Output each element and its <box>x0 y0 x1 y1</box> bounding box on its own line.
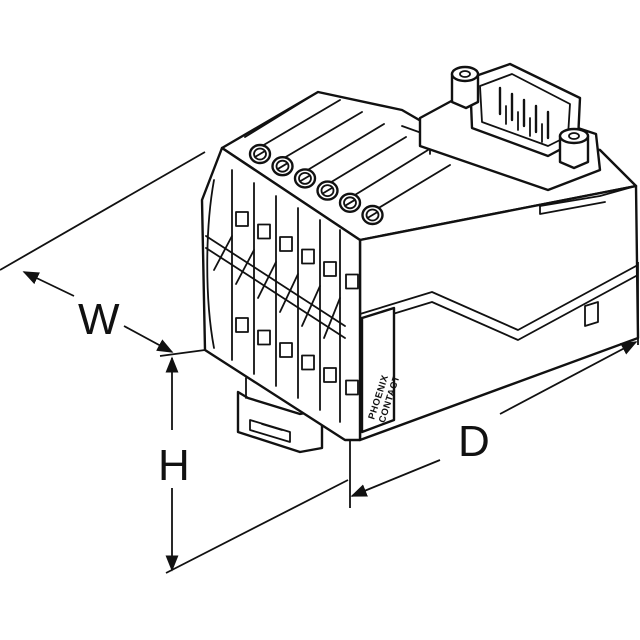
terminal-screws <box>248 143 384 226</box>
terminal-screw <box>316 180 339 201</box>
terminal-screw <box>293 168 317 189</box>
terminal-screw <box>338 192 362 214</box>
wire-opening-lower <box>235 317 249 333</box>
width-label: W <box>78 295 120 344</box>
wire-opening-upper <box>345 273 359 290</box>
d-sub-connector <box>418 62 602 192</box>
wire-opening-upper <box>279 236 293 252</box>
wire-opening-lower <box>279 342 293 358</box>
terminal-screw <box>248 143 272 165</box>
wire-opening-lower <box>257 329 271 346</box>
dimension-w: W <box>0 151 206 357</box>
terminal-screw <box>361 204 384 226</box>
terminal-screw <box>271 155 294 177</box>
standoff-left <box>450 65 480 110</box>
wire-opening-upper <box>235 211 249 227</box>
wire-opening-upper <box>301 248 315 265</box>
wire-opening-lower <box>345 379 359 396</box>
dimension-h: H <box>158 356 349 574</box>
dimension-d: D <box>349 262 639 508</box>
connector-pins <box>498 86 550 143</box>
standoff-right <box>558 127 590 170</box>
wire-entry-openings <box>235 211 359 396</box>
wire-opening-lower <box>301 354 315 371</box>
wire-opening-upper <box>323 261 337 277</box>
module-housing <box>200 90 640 442</box>
terminal-block-dividers <box>205 91 451 423</box>
depth-label: D <box>458 417 490 466</box>
wire-opening-upper <box>257 223 271 240</box>
height-label: H <box>158 441 190 490</box>
wire-opening-lower <box>323 367 337 383</box>
